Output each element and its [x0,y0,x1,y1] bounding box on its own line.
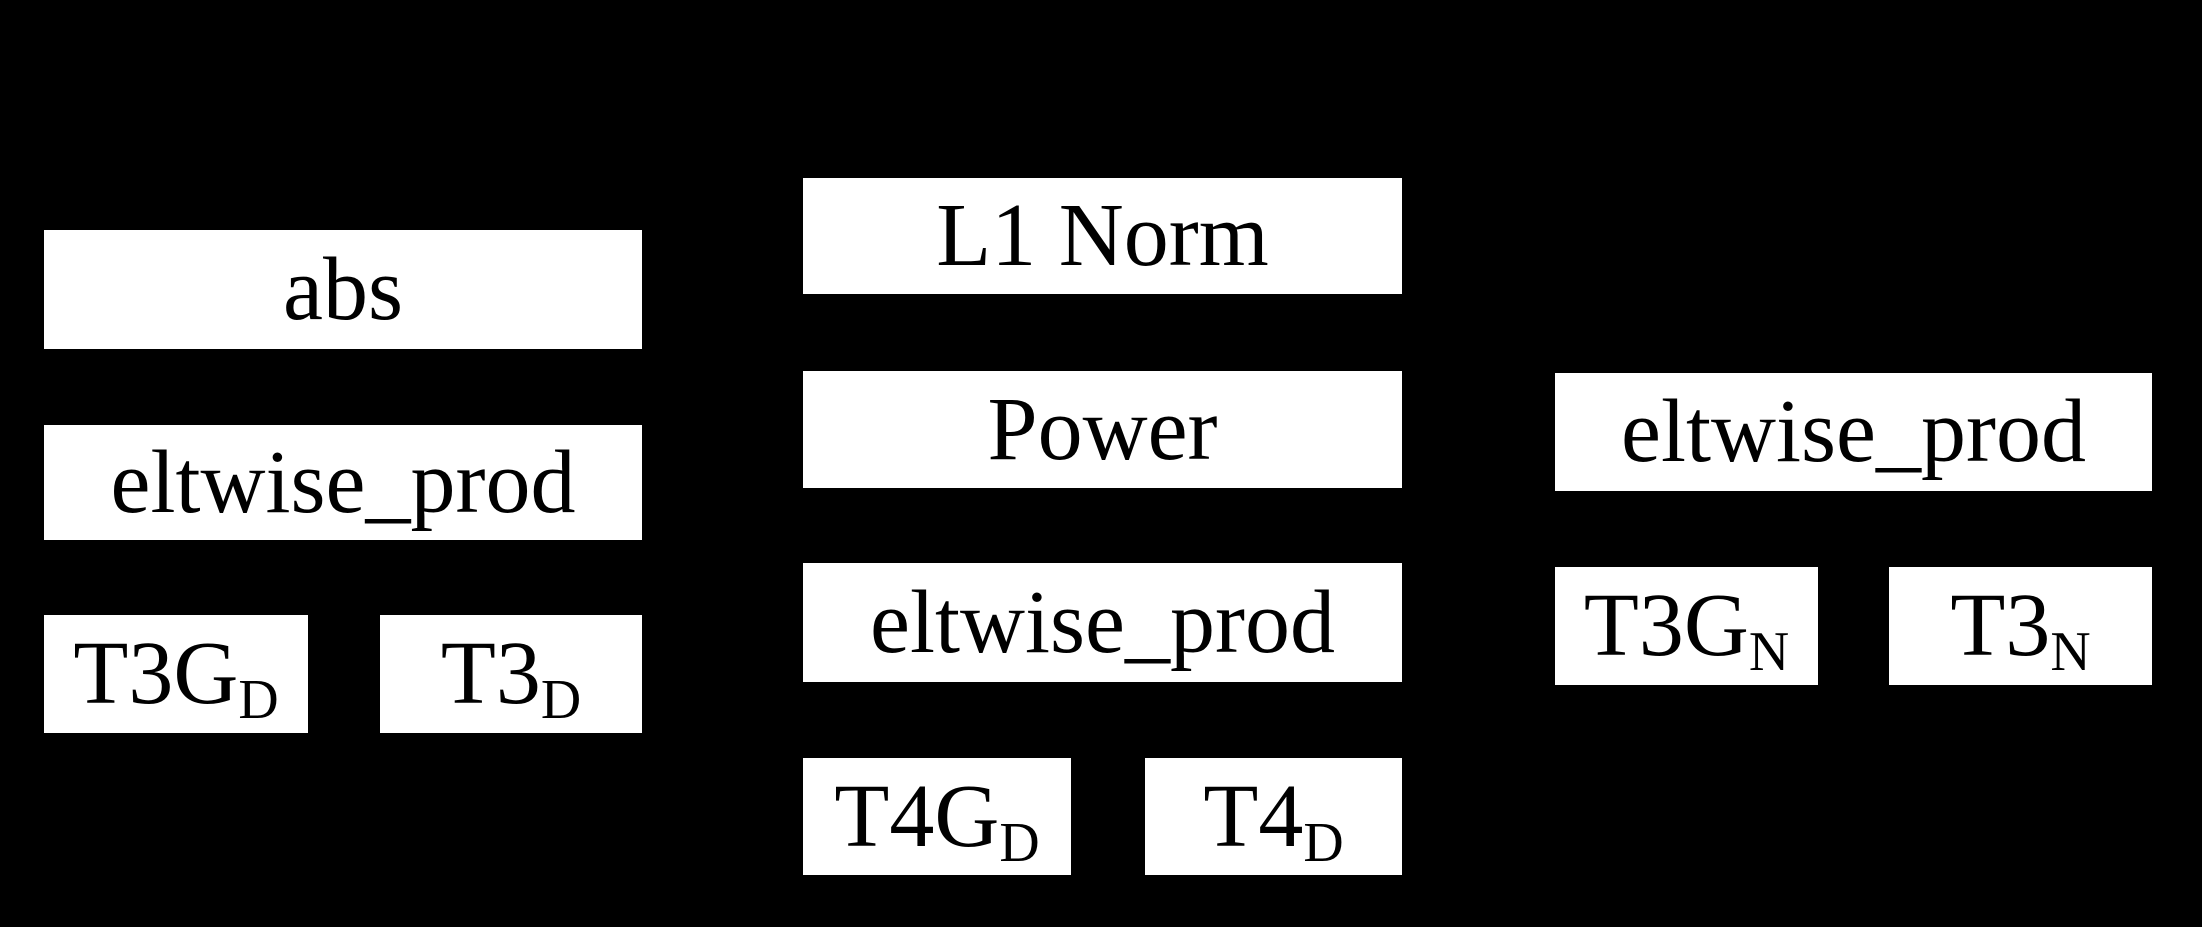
node-t4-d-label: T4 [1203,766,1304,866]
node-t3g-n-label-group: T3GN [1584,581,1789,680]
node-t4-d: T4D [1145,758,1402,875]
node-l1-norm-label: L1 Norm [936,186,1269,285]
node-eltwise-prod-right: eltwise_prod [1555,373,2152,491]
node-eltwise-prod-left-label: eltwise_prod [110,432,576,532]
node-eltwise-prod-left: eltwise_prod [44,425,642,540]
node-l1-norm: L1 Norm [803,178,1402,294]
node-t3-d-label: T3 [440,624,541,723]
node-t3-n: T3N [1889,567,2152,685]
node-abs-label: abs [283,239,403,339]
node-t3g-n-label: T3G [1583,576,1749,675]
node-t3-n-label: T3 [1950,576,2051,675]
node-t3-n-label-group: T3N [1950,581,2090,680]
node-t3g-d-label-group: T3GD [73,629,278,728]
node-t3-d: T3D [380,615,642,733]
node-t3g-n: T3GN [1555,567,1818,685]
node-t3g-d: T3GD [44,615,308,733]
node-t4g-d-label-group: T4GD [834,771,1039,870]
node-t3g-d-label: T3G [73,624,239,723]
node-power-label: Power [987,379,1218,479]
node-power: Power [803,371,1402,488]
node-abs: abs [44,230,642,349]
node-eltwise-prod-middle-label: eltwise_prod [870,572,1335,672]
node-t4g-d-subscript: D [999,811,1040,874]
node-t3g-n-subscript: N [1748,621,1790,684]
node-t4-d-subscript: D [1303,811,1344,874]
node-eltwise-prod-right-label: eltwise_prod [1621,382,2086,481]
node-t4g-d: T4GD [803,758,1071,875]
node-t4-d-label-group: T4D [1203,771,1343,870]
node-t3-d-label-group: T3D [441,629,581,728]
node-t4g-d-label: T4G [834,766,1000,866]
node-t3-d-subscript: D [540,669,582,732]
node-eltwise-prod-middle: eltwise_prod [803,563,1402,682]
node-t3g-d-subscript: D [238,669,279,732]
node-t3-n-subscript: N [2050,621,2091,684]
